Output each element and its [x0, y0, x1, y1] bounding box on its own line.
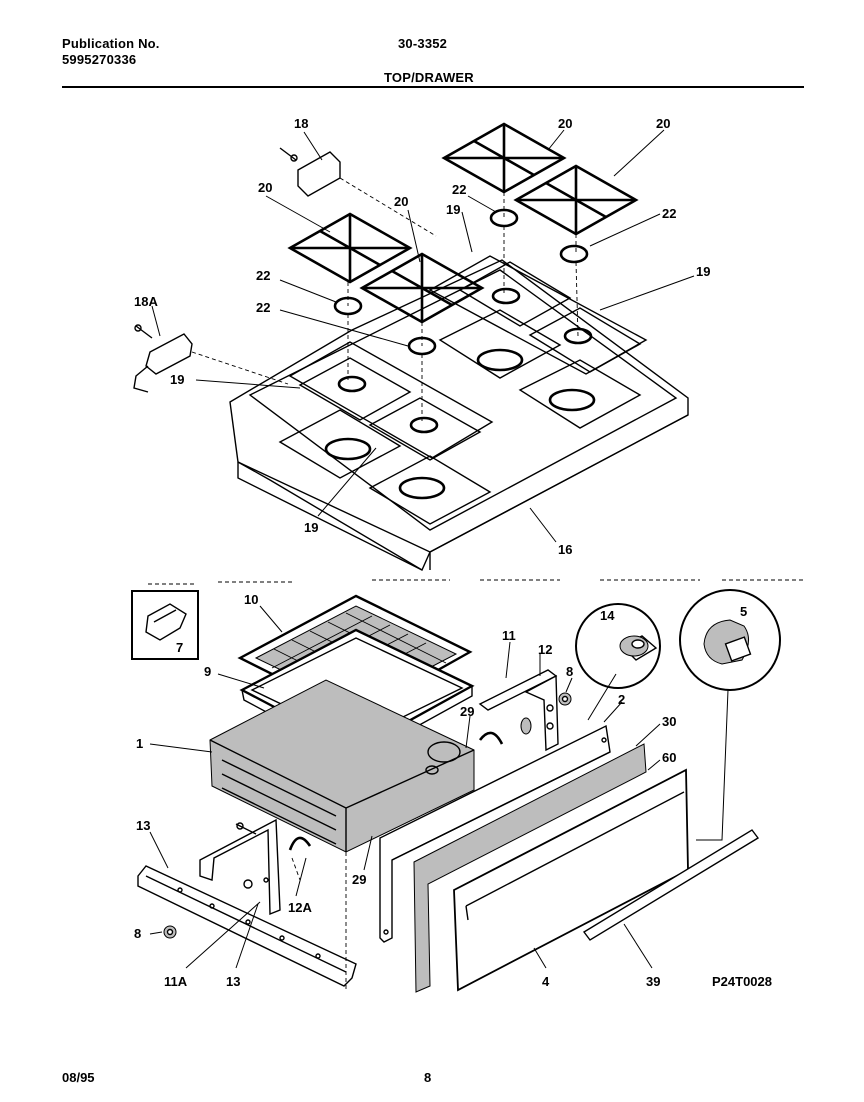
callout-7: 7: [176, 640, 183, 655]
callout-12: 12: [538, 642, 552, 657]
callout-1: 1: [136, 736, 143, 751]
drawer-rail-13: [137, 865, 357, 987]
callout-20-c: 20: [558, 116, 572, 131]
footer-date: 08/95: [62, 1070, 95, 1085]
callout-22-b: 22: [662, 206, 676, 221]
hinge-bracket-18a: [133, 324, 193, 393]
model-number: 30-3352: [398, 36, 448, 51]
callout-20-b: 20: [394, 194, 408, 209]
detail-circle-5: [679, 589, 781, 691]
callout-29-a: 29: [460, 704, 474, 719]
callout-8-a: 8: [566, 664, 573, 679]
header-rule: [62, 86, 804, 88]
callout-11: 11: [502, 628, 516, 643]
nut-8: [558, 692, 572, 706]
publication-label: Publication No.: [62, 36, 160, 51]
detail-circle-14: [575, 603, 661, 689]
callout-18a: 18A: [134, 294, 158, 309]
drawer-body-1: [209, 679, 475, 853]
callout-22-c: 22: [256, 268, 270, 283]
callout-labels: 18 20 20 20 20 22 22 22 22 19 19 19 19 1…: [134, 116, 772, 989]
drip-bowl-frame-right: [428, 255, 648, 375]
callout-13-b: 13: [226, 974, 240, 989]
nut-8-lower: [163, 925, 177, 939]
callout-11a: 11A: [164, 974, 188, 989]
publication-number: 5995270336: [62, 52, 137, 67]
footer-page: 8: [424, 1070, 432, 1085]
callout-10: 10: [244, 592, 258, 607]
callout-12a: 12A: [288, 900, 312, 915]
drawing-code: P24T0028: [712, 974, 772, 989]
callout-2: 2: [618, 692, 625, 707]
burner-grates: [287, 122, 639, 324]
callout-20-a: 20: [258, 180, 272, 195]
drawer-bracket-12: [520, 674, 559, 752]
callout-20-d: 20: [656, 116, 670, 131]
drawer-front-frame-2: [379, 724, 611, 943]
callout-19-b: 19: [696, 264, 710, 279]
callout-8-b: 8: [134, 926, 141, 941]
callout-30: 30: [662, 714, 676, 729]
callout-22-a: 22: [452, 182, 466, 197]
section-title: TOP/DRAWER: [384, 70, 474, 85]
callout-19-c: 19: [170, 372, 184, 387]
callout-39: 39: [646, 974, 660, 989]
hinge-bracket-18: [279, 147, 341, 197]
callout-4: 4: [542, 974, 550, 989]
callout-29-b: 29: [352, 872, 366, 887]
drawer-bracket-13: [199, 818, 281, 916]
insulation-30: [413, 743, 647, 993]
trim-strip-39: [582, 829, 760, 941]
spring-29: [478, 731, 504, 745]
callout-60: 60: [662, 750, 676, 765]
callout-16: 16: [558, 542, 572, 557]
callout-19-a: 19: [446, 202, 460, 217]
spring-12a: [288, 836, 312, 851]
callout-18: 18: [294, 116, 308, 131]
callout-22-d: 22: [256, 300, 270, 315]
callout-5: 5: [740, 604, 747, 619]
inset-bracket-7: [131, 590, 199, 660]
cooktop-assembly: [229, 255, 689, 572]
drip-bowl-frame-left: [288, 341, 494, 459]
callout-13-a: 13: [136, 818, 150, 833]
callout-14: 14: [600, 608, 615, 623]
screw-top: [235, 822, 257, 835]
callout-19-d: 19: [304, 520, 318, 535]
callout-9: 9: [204, 664, 211, 679]
